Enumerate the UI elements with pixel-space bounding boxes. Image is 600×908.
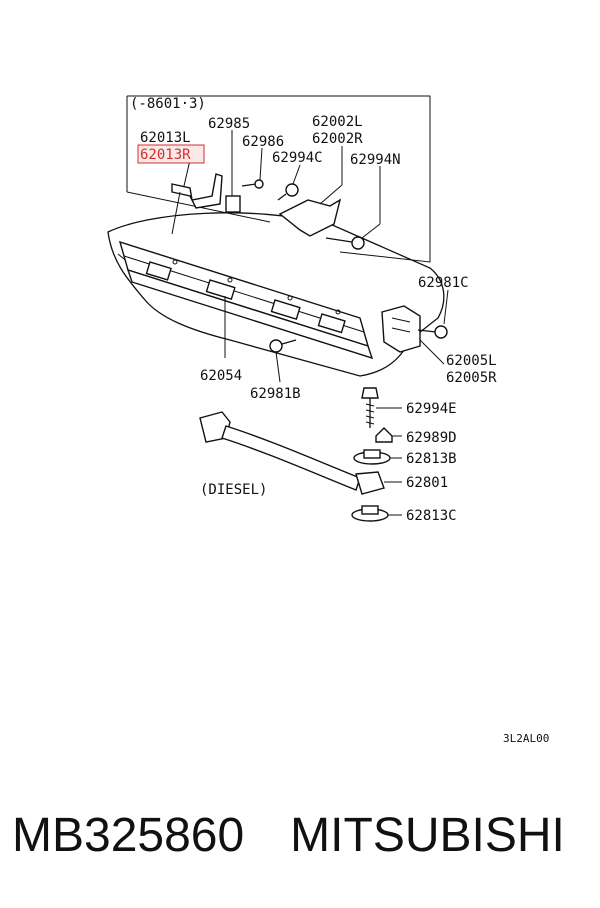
label-62801: 62801 [406, 475, 448, 491]
part-number: MB325860 [12, 809, 245, 862]
nut-62994C [277, 183, 299, 201]
mount-62813B [353, 449, 391, 465]
label-62005L: 62005L [446, 353, 497, 369]
label-62813B: 62813B [406, 451, 457, 467]
label-62994N: 62994N [350, 152, 401, 168]
footer-caption: MB325860 MITSUBISHI [12, 808, 592, 868]
label-62005R: 62005R [446, 370, 497, 386]
clip-62985 [225, 195, 241, 213]
label-62981C: 62981C [418, 275, 469, 291]
nut-62989D [375, 427, 393, 443]
label-62994C: 62994C [272, 150, 323, 166]
label-62013R: 62013R [140, 147, 191, 163]
label-62002L: 62002L [312, 114, 363, 130]
bolt-62994N [325, 236, 365, 250]
bracket-62002 [278, 198, 342, 237]
label-62985: 62985 [208, 116, 250, 132]
label-62986: 62986 [242, 134, 284, 150]
side-bracket-62005 [381, 305, 421, 353]
label-62989D: 62989D [406, 430, 457, 446]
diesel-bar-62801 [199, 411, 385, 495]
inset-box-outline [127, 95, 431, 263]
leader-lines [183, 130, 449, 516]
brand-name: MITSUBISHI [290, 809, 565, 862]
label-62054: 62054 [200, 368, 242, 384]
serial-range-label: (-8601·3) [130, 96, 206, 112]
bolt-62981C [417, 325, 448, 339]
bolt-62981B [269, 339, 297, 353]
label-62813C: 62813C [406, 508, 457, 524]
mount-62813C [351, 505, 389, 522]
label-62002R: 62002R [312, 131, 363, 147]
label-62013L: 62013L [140, 130, 191, 146]
bolt-62994E [361, 387, 379, 428]
label-62981B: 62981B [250, 386, 301, 402]
reinforcement-beam [118, 240, 374, 360]
label-62994E: 62994E [406, 401, 457, 417]
bracket-62013 [171, 173, 223, 235]
screw-62986 [241, 179, 264, 189]
label-diesel: (DIESEL) [200, 482, 267, 498]
highlight-box [137, 144, 205, 164]
diagram-code: 3L2AL00 [503, 732, 549, 745]
